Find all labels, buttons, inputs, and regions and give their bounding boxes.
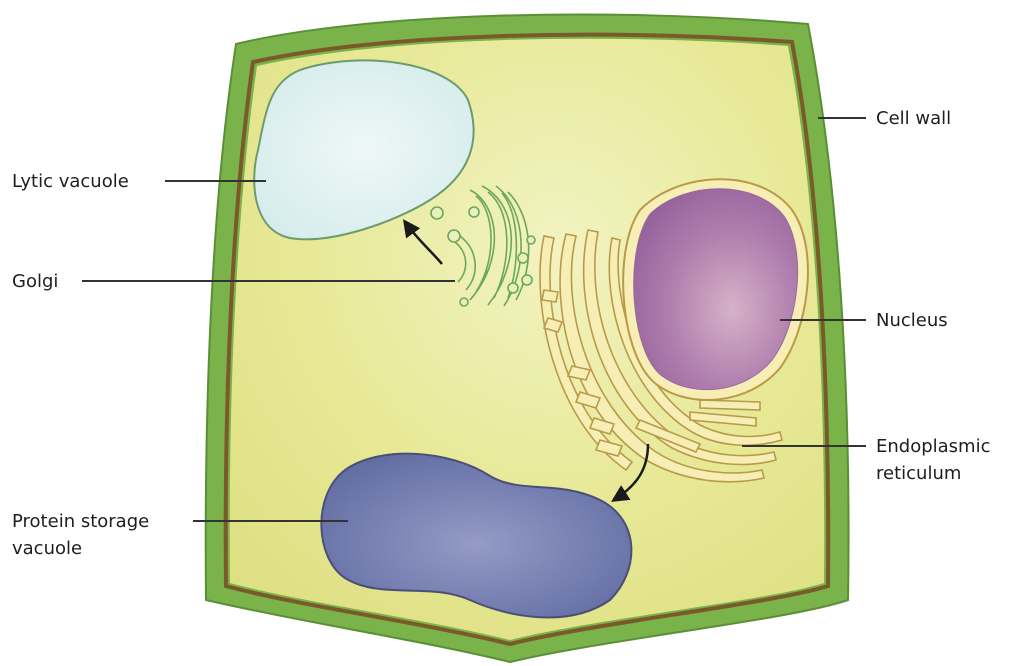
label-endoplasmic-reticulum-line2: reticulum (876, 462, 961, 485)
label-protein-storage-vacuole-line2: vacuole (12, 537, 82, 560)
label-protein-storage-vacuole-line1: Protein storage (12, 510, 149, 533)
label-lytic-vacuole: Lytic vacuole (12, 170, 129, 193)
label-endoplasmic-reticulum-line1: Endoplasmic (876, 435, 991, 458)
label-nucleus: Nucleus (876, 309, 948, 332)
label-cell-wall: Cell wall (876, 107, 951, 130)
label-golgi: Golgi (12, 270, 58, 293)
